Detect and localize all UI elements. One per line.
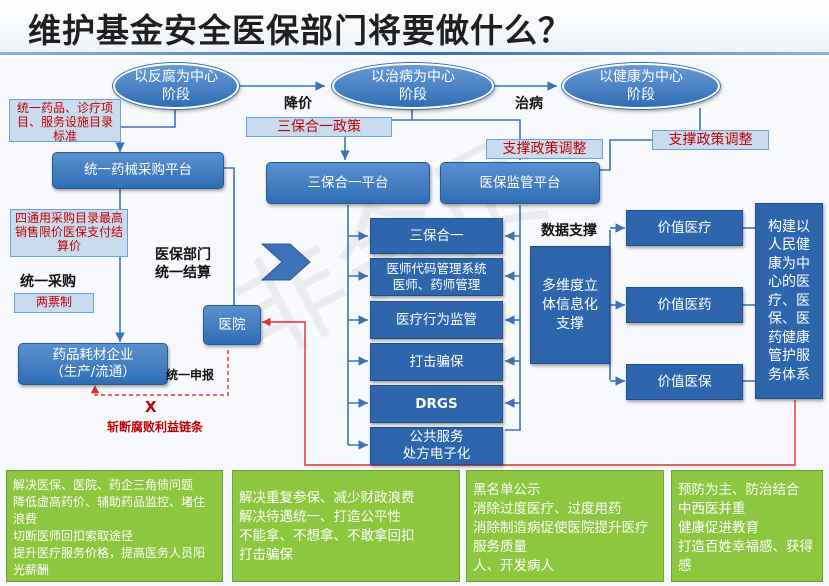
item-public-service: 公共服务 处方电子化 bbox=[370, 427, 503, 465]
cut-mark-icon: X bbox=[145, 398, 157, 416]
red-support-policy-center: 支撑政策调整 bbox=[486, 139, 603, 159]
label-price-reduction: 降价 bbox=[284, 96, 312, 112]
label-unified-settlement: 医保部门 统一结算 bbox=[155, 247, 211, 281]
outcome-4-line-1: 预防为主、防治结合 bbox=[678, 482, 800, 498]
outcome-3-line-4: 人、开发病人 bbox=[473, 558, 554, 574]
title-underline bbox=[0, 52, 829, 55]
outcome-panel-3: 黑名单公示 消除过度医疗、过度用药 消除制造病促使医院提升医疗服务质量 人、开发… bbox=[466, 470, 664, 582]
item-physician-code: 医师代码管理系统 医师、药师管理 bbox=[370, 258, 503, 296]
outcome-3-line-3: 消除制造病促使医院提升医疗服务质量 bbox=[473, 520, 649, 555]
item-anti-fraud: 打击骗保 bbox=[370, 343, 503, 381]
hospital-box: 医院 bbox=[203, 305, 261, 345]
outcome-4-line-4: 打造百姓幸福感、获得感 bbox=[678, 539, 813, 574]
outcome-3-line-2: 消除过度医疗、过度用药 bbox=[473, 501, 622, 517]
outcome-4-line-2: 中西医并重 bbox=[678, 501, 746, 517]
stage-health: 以健康为中心 阶段 bbox=[562, 63, 720, 109]
label-treatment: 治病 bbox=[515, 96, 543, 112]
item-drgs: DRGS bbox=[370, 385, 503, 423]
label-unified-claim: 统一申报 bbox=[166, 368, 215, 382]
stage-treatment: 以治病为中心 阶段 bbox=[332, 63, 494, 109]
outcome-2-line-3: 不能拿、不想拿、不敢拿回扣 bbox=[239, 528, 415, 544]
three-in-one-platform: 三保合一平台 bbox=[266, 162, 430, 204]
red-unified-catalog: 统一药品、诊疗项目、服务设施目录标准 bbox=[9, 99, 121, 143]
unified-procurement-platform: 统一药械采购平台 bbox=[52, 152, 224, 189]
outcome-2-line-4: 打击骗保 bbox=[239, 547, 293, 563]
title-bar bbox=[0, 0, 829, 52]
label-cut-chain: 斩断腐败利益链条 bbox=[107, 420, 204, 434]
health-service-system: 构建以人民健康为中心的医疗、医保、医药健康管护服务体系 bbox=[755, 203, 823, 399]
item-behavior-supervision: 医疗行为监管 bbox=[370, 301, 503, 339]
outcome-2-line-1: 解决重复参保、减少财政浪费 bbox=[239, 490, 415, 506]
outcome-1-line-2: 降低虚高药价、辅助药品监控、堵住浪费 bbox=[13, 495, 206, 526]
outcome-panel-4: 预防为主、防治结合 中西医并重 健康促进教育 打造百姓幸福感、获得感 bbox=[671, 470, 823, 582]
label-unified-purchase: 统一采购 bbox=[20, 274, 76, 290]
item-three-in-one: 三保合一 bbox=[370, 218, 503, 254]
outcome-panel-1: 解决医保、医院、药企三角债问题 降低虚高药价、辅助药品监控、堵住浪费 切断医师回… bbox=[6, 470, 223, 582]
value-medical: 价值医疗 bbox=[626, 210, 743, 246]
outcome-3-line-1: 黑名单公示 bbox=[473, 482, 541, 498]
enterprise-label: 药品耗材企业 （生产/流通） bbox=[50, 347, 136, 380]
supervision-platform: 医保监管平台 bbox=[440, 162, 600, 204]
value-insurance: 价值医保 bbox=[626, 364, 743, 400]
page-title: 维护基金安全医保部门将要做什么？ bbox=[28, 11, 572, 50]
stage-anti-corruption: 以反腐为中心 阶段 bbox=[113, 63, 239, 109]
red-catalog-price-limits: 四通用采购目录最高销售限价医保支付结算价 bbox=[10, 209, 128, 257]
outcome-2-line-2: 解决待遇统一、打造公平性 bbox=[239, 509, 401, 525]
outcome-1-line-3: 切断医师回扣索取途径 bbox=[13, 529, 134, 543]
outcome-4-line-3: 健康促进教育 bbox=[678, 520, 759, 536]
drug-supply-enterprise: 药品耗材企业 （生产/流通） bbox=[18, 343, 168, 385]
outcome-panel-2: 解决重复参保、减少财政浪费 解决待遇统一、打造公平性 不能拿、不想拿、不敢拿回扣… bbox=[232, 470, 460, 582]
label-data-support: 数据支撑 bbox=[541, 223, 597, 239]
red-three-in-one-policy: 三保合一政策 bbox=[246, 117, 392, 137]
red-support-policy-right: 支撑政策调整 bbox=[652, 130, 769, 150]
outcome-1-line-4: 提升医疗服务价格，提高医务人员阳光薪酬 bbox=[13, 546, 206, 577]
red-two-invoice: 两票制 bbox=[14, 293, 94, 313]
multi-dimensional-info: 多维度立体信息化支撑 bbox=[530, 246, 610, 364]
outcome-1-line-1: 解决医保、医院、药企三角债问题 bbox=[13, 478, 194, 492]
value-medicine: 价值医药 bbox=[626, 287, 743, 323]
